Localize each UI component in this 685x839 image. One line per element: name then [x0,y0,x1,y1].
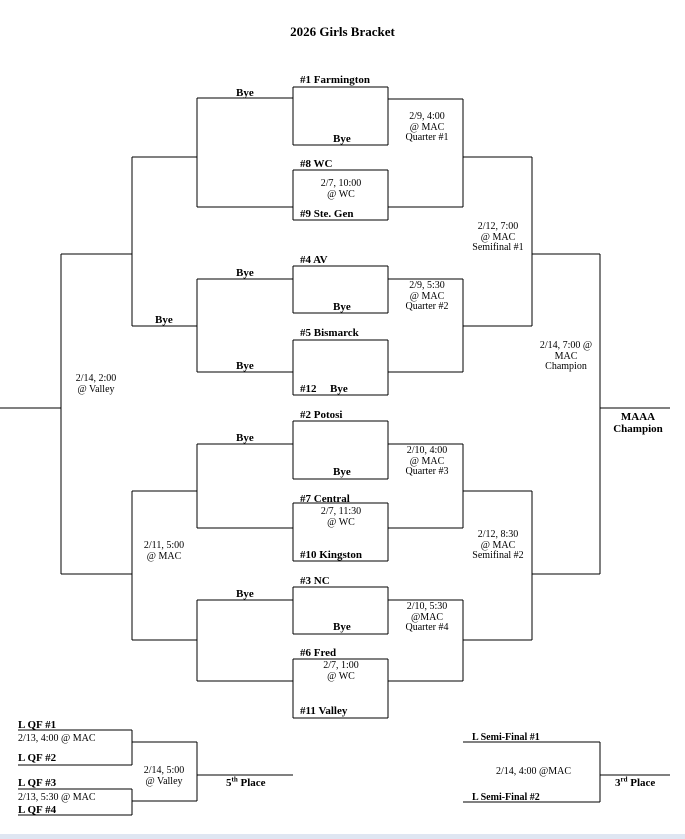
bye-label: Bye [236,87,254,99]
game-time-left-bottom: 2/11, 5:00@ MAC [143,540,185,562]
team-central: #7 Central [300,493,350,505]
bye-label: Bye [333,466,351,478]
team-bismarck: #5 Bismarck [300,327,359,339]
game-time-g2: 2/7, 11:30@ WC [320,506,362,528]
bye-label: Bye [333,621,351,633]
bye-label: Bye [333,301,351,313]
lqf3-label: L QF #3 [18,777,57,789]
team-twelve: #12 [300,383,317,395]
team-farmington: #1 Farmington [300,74,370,86]
team-ste-gen: #9 Ste. Gen [300,208,354,220]
team-potosi: #2 Potosi [300,409,343,421]
lsf2-label: L Semi-Final #2 [472,792,540,803]
bye-label: Bye [236,588,254,600]
lqf3-game-time: 2/13, 5:30 @ MAC [18,792,96,803]
bye-label: Bye [236,360,254,372]
game-time-g3: 2/7, 1:00@ WC [323,660,359,682]
lqf1-game-time: 2/13, 4:00 @ MAC [18,733,96,744]
bye-label: Bye [155,314,173,326]
game-time-left-top: 2/14, 2:00@ Valley [75,373,117,395]
game-time-third: 2/14, 4:00 @MAC [496,766,572,777]
bye-label: Bye [330,383,348,395]
team-kingston: #10 Kingston [300,549,363,561]
bye-label: Bye [236,267,254,279]
lqf4-label: L QF #4 [18,804,57,816]
lqf2-label: L QF #2 [18,752,57,764]
lqf1-label: L QF #1 [18,719,57,731]
team-fred: #6 Fred [300,647,337,659]
team-nc: #3 NC [300,575,330,587]
bottom-strip [0,834,685,839]
bye-label: Bye [236,432,254,444]
page-title: 2026 Girls Bracket [290,24,395,39]
lsf1-label: L Semi-Final #1 [472,732,540,743]
team-valley: #11 Valley [300,705,348,717]
game-time-g1: 2/7, 10:00@ WC [320,178,362,200]
game-time-fifth: 2/14, 5:00@ Valley [143,765,185,787]
fifth-place-label: 5th Place [226,775,266,789]
bye-label: Bye [333,133,351,145]
team-av: #4 AV [300,254,328,266]
third-place-label: 3rd Place [615,775,656,789]
team-wc: #8 WC [300,158,333,170]
